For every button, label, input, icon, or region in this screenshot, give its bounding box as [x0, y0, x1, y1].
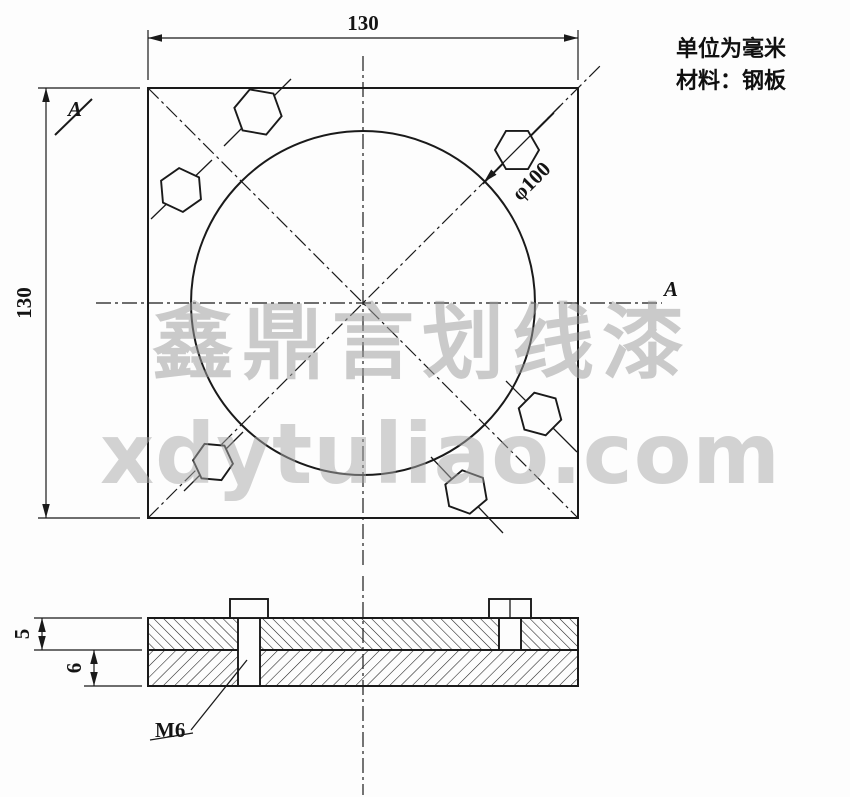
thread-label: M6 — [155, 718, 185, 742]
dim-width-value: 130 — [347, 11, 379, 35]
hex-nut — [233, 88, 283, 136]
hex-nut — [444, 469, 488, 515]
bore-circle — [190, 130, 536, 476]
dimension-thickness-top: 5 — [10, 617, 142, 651]
section-label-left: A — [66, 97, 82, 121]
diagonal-centerline-main — [147, 87, 579, 519]
screw-head — [229, 598, 269, 619]
dim-height-value: 130 — [12, 287, 36, 319]
bolt-shank — [498, 617, 522, 651]
dimension-height: 130 — [12, 87, 140, 519]
watermark: 鑫鼎言划线漆 xdytuliao.com — [100, 296, 781, 503]
units-note: 单位为毫米 — [676, 36, 787, 62]
bottom-plate-hatch — [148, 650, 578, 686]
hatch-area — [148, 618, 238, 650]
leader-line — [483, 105, 561, 183]
leader-line — [190, 659, 248, 731]
hex-fasteners — [150, 78, 578, 534]
bottom-plate-outline — [147, 649, 579, 687]
section-marks: A A — [54, 97, 678, 301]
title-notes: 单位为毫米 材料：钢板 — [676, 36, 787, 94]
watermark-line1: 鑫鼎言划线漆 — [152, 296, 692, 391]
dimension-width: 130 — [147, 11, 579, 80]
plan-view: 130 130 φ100 A A — [12, 11, 678, 568]
watermark-line2: xdytuliao.com — [100, 405, 781, 503]
hex-nut — [517, 391, 563, 437]
material-note: 材料：钢板 — [676, 68, 787, 94]
hex-nut — [191, 442, 235, 482]
hatch-area — [521, 618, 578, 650]
hex-nut — [160, 166, 202, 214]
screw-shank — [237, 617, 261, 687]
top-plate-hatch — [148, 618, 578, 650]
dimension-thickness-bottom: 6 — [62, 650, 142, 687]
plate-outline — [147, 87, 579, 519]
section-view: 5 6 M6 — [10, 576, 579, 795]
hatch-area — [260, 618, 499, 650]
hex-bolt-side — [488, 598, 532, 651]
section-label-right: A — [662, 277, 678, 301]
leader-line — [149, 732, 194, 741]
m6-screw — [229, 598, 269, 687]
hatch-area — [148, 650, 238, 686]
dim-thickness-top-value: 5 — [10, 629, 34, 640]
dim-thickness-bottom-value: 6 — [62, 663, 86, 674]
thread-callout: M6 — [149, 659, 248, 742]
section-cut-mark — [54, 98, 93, 136]
hatch-area — [260, 650, 578, 686]
